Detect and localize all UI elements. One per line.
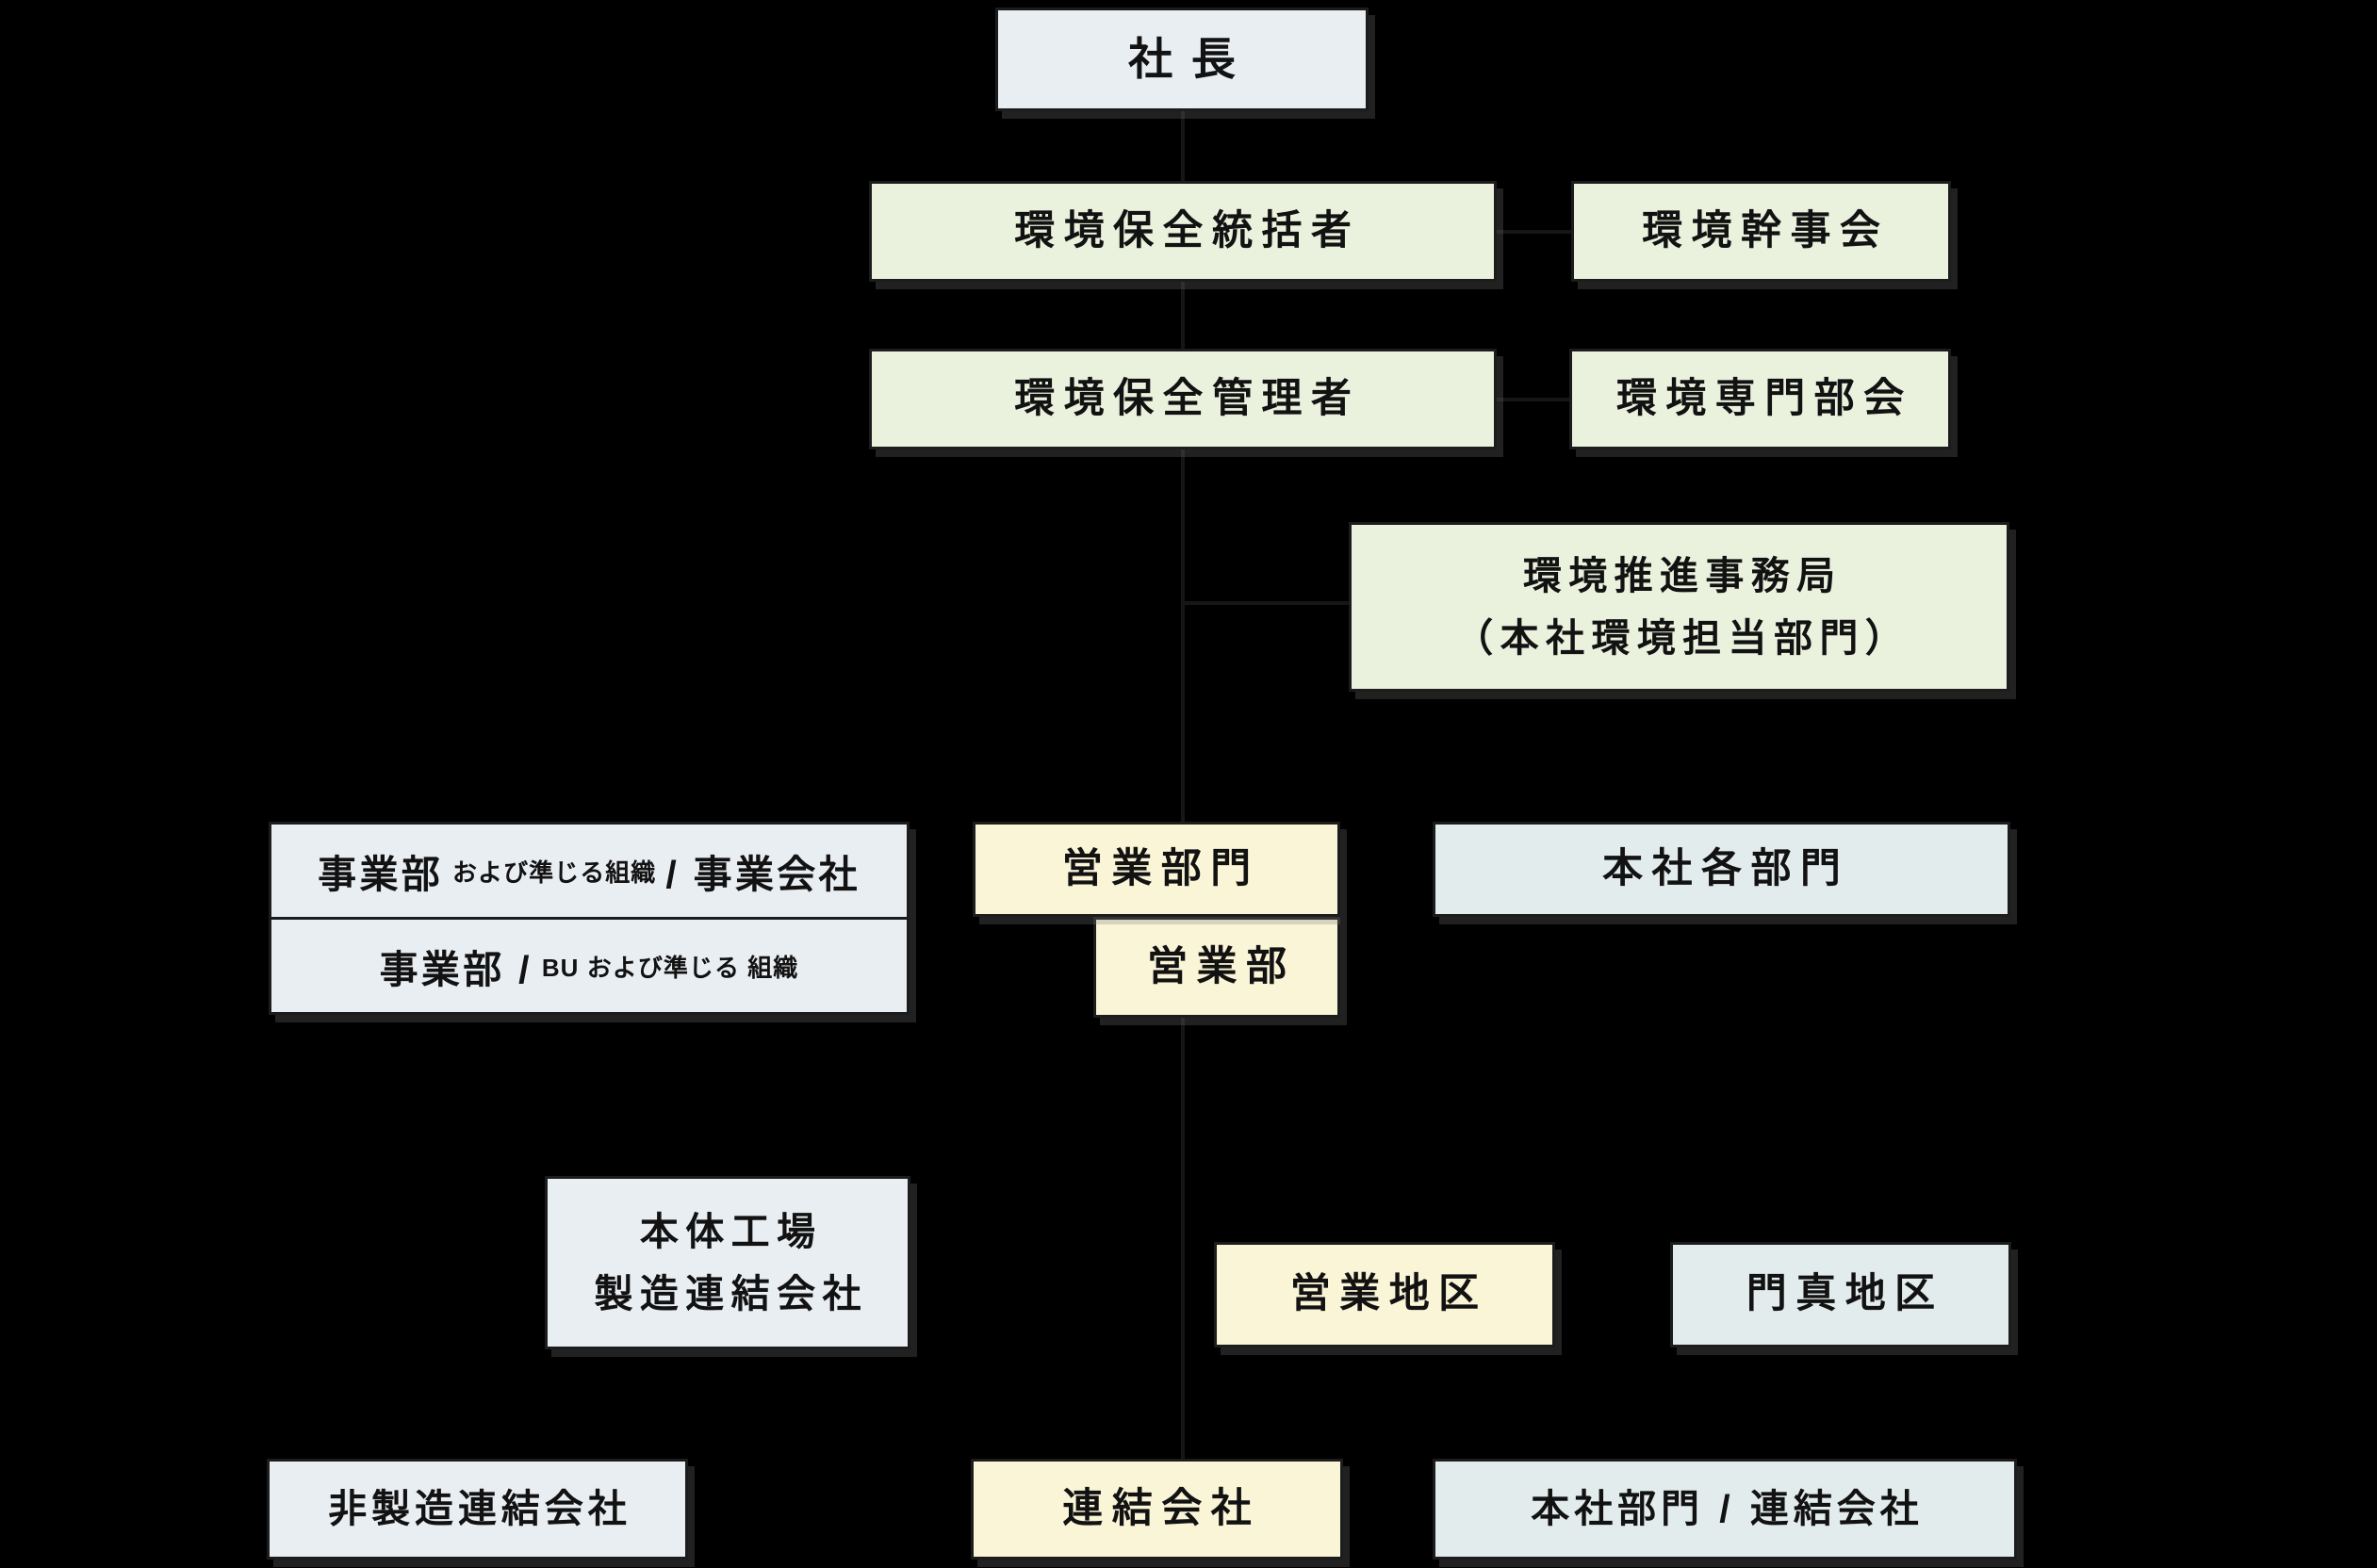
- node-main-factories-line2: 製造連結会社: [594, 1272, 868, 1315]
- node-president-label: 社長: [1128, 33, 1254, 84]
- division-row1-suffix: / 事業会社: [665, 853, 861, 896]
- connector-line: [1497, 398, 1569, 401]
- node-env-supervisor-label: 環境保全統括者: [1014, 207, 1361, 253]
- connector-line: [1181, 111, 1185, 181]
- node-hq-departments-label: 本社各部門: [1602, 845, 1850, 891]
- node-sales-dept-label: 営業部: [1147, 943, 1296, 989]
- connector-line: [1181, 282, 1185, 349]
- node-env-expert-subcommittee: 環境専門部会: [1569, 349, 1951, 449]
- node-sales-district: 営業地区: [1214, 1242, 1555, 1348]
- node-env-manager: 環境保全管理者: [869, 349, 1497, 449]
- node-env-steering-committee-label: 環境幹事会: [1642, 207, 1890, 253]
- node-env-promotion-office-line2: （本社環境担当部門）: [1454, 616, 1911, 660]
- node-env-steering-committee: 環境幹事会: [1571, 181, 1951, 282]
- node-business-division-row2: 事業部 / BU および準じる 組織: [271, 920, 907, 1012]
- node-main-factories-line1: 本体工場: [639, 1209, 823, 1253]
- node-consolidated: 連結会社: [971, 1459, 1343, 1560]
- node-hq-consolidated: 本社部門 / 連結会社: [1433, 1459, 2017, 1560]
- node-sales-dept: 営業部: [1093, 917, 1340, 1018]
- node-kadoma-district: 門真地区: [1670, 1242, 2011, 1348]
- node-env-supervisor: 環境保全統括者: [869, 181, 1497, 282]
- connector-line: [1497, 230, 1571, 234]
- division-row1-main: 事業部: [318, 853, 444, 896]
- divider-line: [271, 917, 907, 920]
- division-row1-note: および準じる組織: [452, 858, 657, 887]
- connector-line: [1183, 601, 1349, 605]
- node-non-mfg-consolidated: 非製造連結会社: [267, 1459, 688, 1560]
- node-business-division-row1: 事業部 および準じる組織 / 事業会社: [271, 825, 907, 917]
- division-row2-main: 事業部 /: [379, 948, 533, 991]
- node-main-factories: 本体工場 製造連結会社: [545, 1176, 910, 1349]
- node-consolidated-label: 連結会社: [1062, 1485, 1261, 1531]
- node-env-manager-label: 環境保全管理者: [1014, 375, 1361, 421]
- node-non-mfg-consolidated-label: 非製造連結会社: [328, 1486, 631, 1530]
- node-sales-division: 営業部門: [973, 822, 1340, 917]
- node-sales-division-label: 営業部門: [1061, 845, 1260, 891]
- node-hq-departments: 本社各部門: [1433, 822, 2010, 917]
- division-row2-note: BU および準じる 組織: [541, 953, 799, 982]
- node-env-expert-subcommittee-label: 環境専門部会: [1615, 375, 1913, 421]
- node-sales-district-label: 営業地区: [1289, 1271, 1488, 1317]
- node-env-promotion-office: 環境推進事務局 （本社環境担当部門）: [1349, 522, 2009, 692]
- node-president: 社長: [995, 8, 1369, 111]
- node-kadoma-district-label: 門真地区: [1746, 1271, 1944, 1317]
- node-hq-consolidated-label: 本社部門 / 連結会社: [1531, 1486, 1924, 1530]
- node-env-promotion-office-line1: 環境推進事務局: [1522, 553, 1843, 597]
- node-business-divisions: 事業部 および準じる組織 / 事業会社 事業部 / BU および準じる 組織: [269, 822, 910, 1015]
